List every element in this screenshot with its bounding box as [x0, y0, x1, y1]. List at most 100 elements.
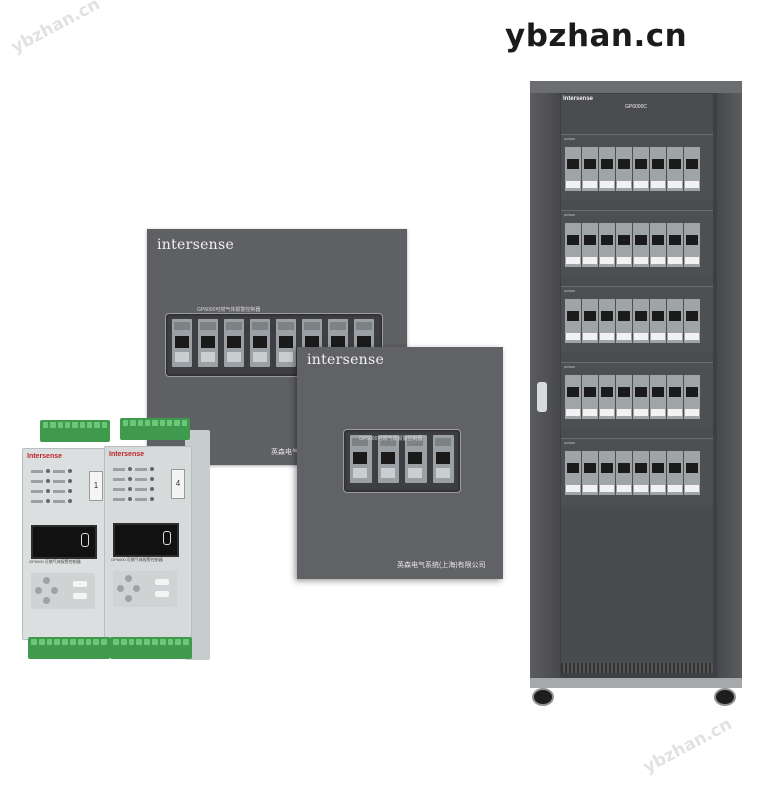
module-brand: Intersense	[27, 453, 63, 460]
detector-card	[684, 375, 700, 419]
detector-card	[667, 375, 683, 419]
detector-card	[616, 451, 632, 495]
detector-card	[684, 223, 700, 267]
detector-card	[650, 375, 666, 419]
channel-label: 1	[89, 471, 103, 501]
panel-window-title: GP6000可燃气体报警控制器	[197, 307, 261, 313]
detector-card	[650, 451, 666, 495]
cabinet-base	[530, 678, 742, 688]
left-key[interactable]	[117, 585, 124, 592]
caster-wheel	[532, 688, 554, 706]
cabinet-logo: Intersense	[563, 96, 594, 102]
detector-card	[582, 451, 598, 495]
detector-card	[599, 299, 615, 343]
detector-card	[684, 451, 700, 495]
controller-module: Intersense 1 GP6000 可燃气体报警控制器	[22, 448, 110, 640]
detector-card	[616, 147, 632, 191]
reset-key[interactable]	[73, 593, 87, 599]
detector-card	[667, 299, 683, 343]
panel-logo: intersense	[307, 352, 385, 368]
detector-module	[377, 435, 399, 483]
detector-card	[582, 299, 598, 343]
rack-caption: GP6000	[564, 441, 576, 445]
panel-window-title: GP6000可燃气体报警控制器	[359, 436, 423, 442]
module-label: GP6000 可燃气体报警控制器	[29, 559, 81, 564]
keypad	[113, 571, 177, 607]
module-brand: Intersense	[109, 451, 145, 458]
status-leds	[113, 465, 183, 505]
faint-watermark: ybzhan.cn	[640, 714, 736, 778]
up-key[interactable]	[43, 577, 50, 584]
detector-card	[599, 147, 615, 191]
down-key[interactable]	[43, 597, 50, 604]
rack-caption: GP6000	[564, 137, 576, 141]
detector-module	[276, 319, 296, 367]
panel-window	[165, 313, 383, 377]
terminal-block	[40, 420, 110, 442]
rack-unit: GP6000	[561, 362, 713, 429]
status-leds	[31, 467, 101, 507]
rack-caption: GP6000	[564, 213, 576, 217]
detector-card	[633, 451, 649, 495]
detector-card	[582, 223, 598, 267]
detector-card	[616, 223, 632, 267]
terminal-block	[28, 637, 110, 659]
lcd-display	[113, 523, 179, 557]
keypad	[31, 573, 95, 609]
detector-card	[565, 147, 581, 191]
panel-window	[343, 429, 461, 493]
right-key[interactable]	[133, 585, 140, 592]
detector-card	[565, 223, 581, 267]
panel-logo: intersense	[157, 237, 235, 253]
brand-watermark: ybzhan.cn	[505, 18, 688, 54]
controller-module: Intersense 4 GP6000 可燃气体报警控制器	[104, 446, 192, 638]
detector-card	[684, 147, 700, 191]
detector-card	[599, 375, 615, 419]
small-controller-panel: intersense GP6000可燃气体报警控制器 英森电气系统(上海)有限公…	[297, 347, 503, 579]
panel-company: 英森电气	[271, 449, 299, 456]
caster-wheel	[714, 688, 736, 706]
detector-card	[650, 223, 666, 267]
detector-card	[667, 451, 683, 495]
detector-module	[405, 435, 427, 483]
detector-card	[616, 299, 632, 343]
set-key[interactable]	[155, 579, 169, 585]
channel-label: 4	[171, 469, 185, 499]
right-key[interactable]	[51, 587, 58, 594]
detector-module	[198, 319, 218, 367]
set-key[interactable]	[73, 581, 87, 587]
detector-card	[565, 451, 581, 495]
door-handle[interactable]	[537, 382, 547, 412]
detector-card	[565, 299, 581, 343]
left-key[interactable]	[35, 587, 42, 594]
rack-caption: GP6000	[564, 289, 576, 293]
detector-module	[172, 319, 192, 367]
lcd-display	[31, 525, 97, 559]
rack-caption: GP6000	[564, 365, 576, 369]
detector-card	[616, 375, 632, 419]
detector-module	[432, 435, 454, 483]
terminal-block	[110, 637, 192, 659]
detector-card	[684, 299, 700, 343]
cabinet-left-frame	[530, 81, 560, 678]
detector-card	[582, 375, 598, 419]
detector-module	[224, 319, 244, 367]
reset-key[interactable]	[155, 591, 169, 597]
faint-watermark: ybzhan.cn	[8, 0, 104, 58]
detector-card	[633, 299, 649, 343]
rack-unit: GP6000	[561, 134, 713, 201]
detector-card	[582, 147, 598, 191]
detector-card	[650, 299, 666, 343]
detector-card	[633, 223, 649, 267]
detector-module	[350, 435, 372, 483]
down-key[interactable]	[125, 595, 132, 602]
cabinet-blank-panel	[561, 508, 713, 664]
cabinet-right-frame	[717, 81, 742, 678]
rack-unit: GP6000	[561, 438, 713, 505]
detector-card	[565, 375, 581, 419]
up-key[interactable]	[125, 575, 132, 582]
panel-company: 英森电气系统(上海)有限公司	[397, 562, 486, 569]
detector-card	[667, 147, 683, 191]
detector-module	[250, 319, 270, 367]
terminal-block	[120, 418, 190, 440]
